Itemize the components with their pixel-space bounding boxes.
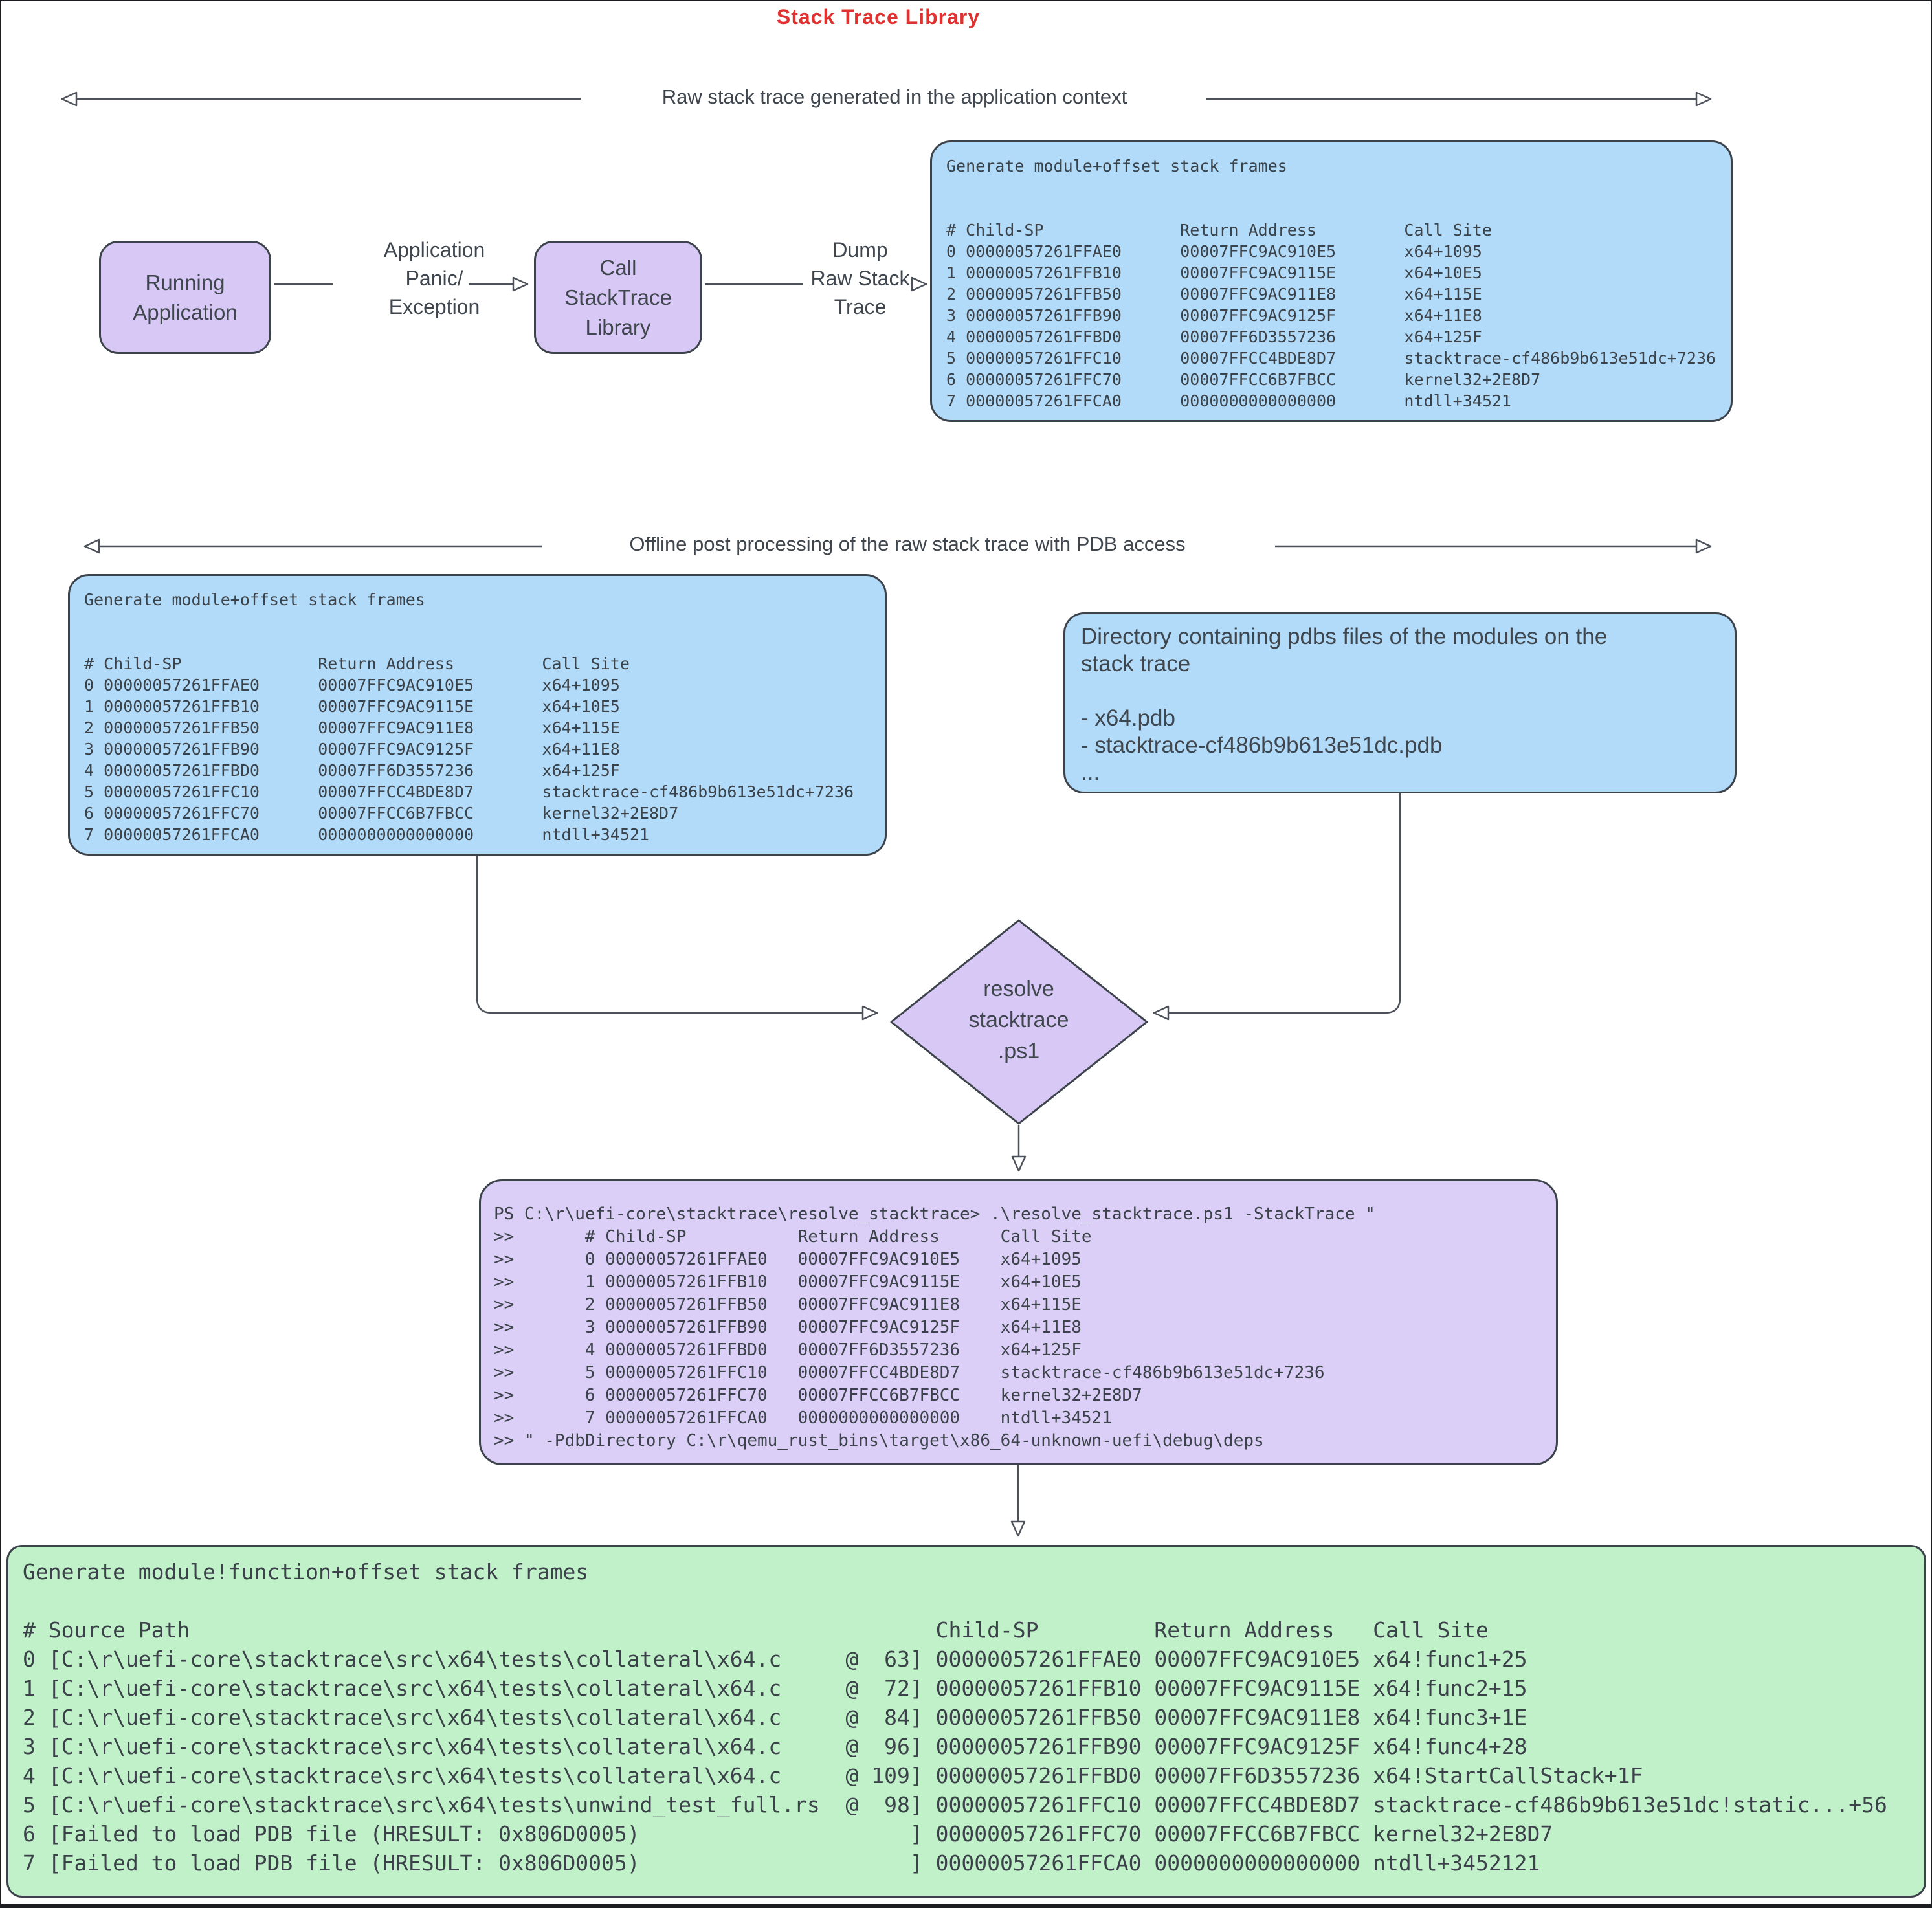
running-application-label: Running Application	[133, 270, 238, 324]
section1-divider-label-wrap: Raw stack trace generated in the applica…	[571, 85, 1218, 109]
panic-exception-label: Application Panic/ Exception	[383, 238, 485, 318]
page-title: Stack Trace Library	[776, 5, 981, 28]
arrow-offline-frames-to-resolver	[476, 856, 878, 1021]
resolved-stack-frames-text: Generate module!function+offset stack fr…	[23, 1559, 1887, 1876]
resolve-terminal-box: PS C:\r\uefi-core\stacktrace\resolve_sta…	[479, 1179, 1558, 1465]
running-application-node: Running Application	[99, 241, 271, 354]
pdb-directory-box: Directory containing pdbs files of the m…	[1063, 612, 1737, 793]
raw-stack-frames-box-offline: Generate module+offset stack frames # Ch…	[68, 574, 887, 856]
section2-divider-label-wrap: Offline post processing of the raw stack…	[529, 533, 1286, 556]
call-stacktrace-library-node: Call StackTrace Library	[534, 241, 702, 354]
arrow-pdb-dir-to-resolver	[1153, 793, 1401, 1021]
resolver-diamond-label: resolve stacktrace .ps1	[968, 977, 1069, 1063]
raw-stack-frames-offline-text: Generate module+offset stack frames # Ch…	[84, 590, 854, 844]
raw-stack-frames-box-app: Generate module+offset stack frames # Ch…	[930, 140, 1733, 422]
resolve-terminal-text: PS C:\r\uefi-core\stacktrace\resolve_sta…	[494, 1204, 1375, 1450]
resolved-stack-frames-box: Generate module!function+offset stack fr…	[6, 1545, 1926, 1898]
section2-label: Offline post processing of the raw stack…	[620, 533, 1195, 556]
pdb-directory-text: Directory containing pdbs files of the m…	[1081, 624, 1608, 785]
call-stacktrace-library-label: Call StackTrace Library	[564, 255, 672, 339]
dump-raw-stack-trace-label: Dump Raw Stack Trace	[810, 238, 910, 318]
raw-stack-frames-app-text: Generate module+offset stack frames # Ch…	[946, 157, 1716, 410]
section1-label: Raw stack trace generated in the applica…	[652, 85, 1137, 109]
